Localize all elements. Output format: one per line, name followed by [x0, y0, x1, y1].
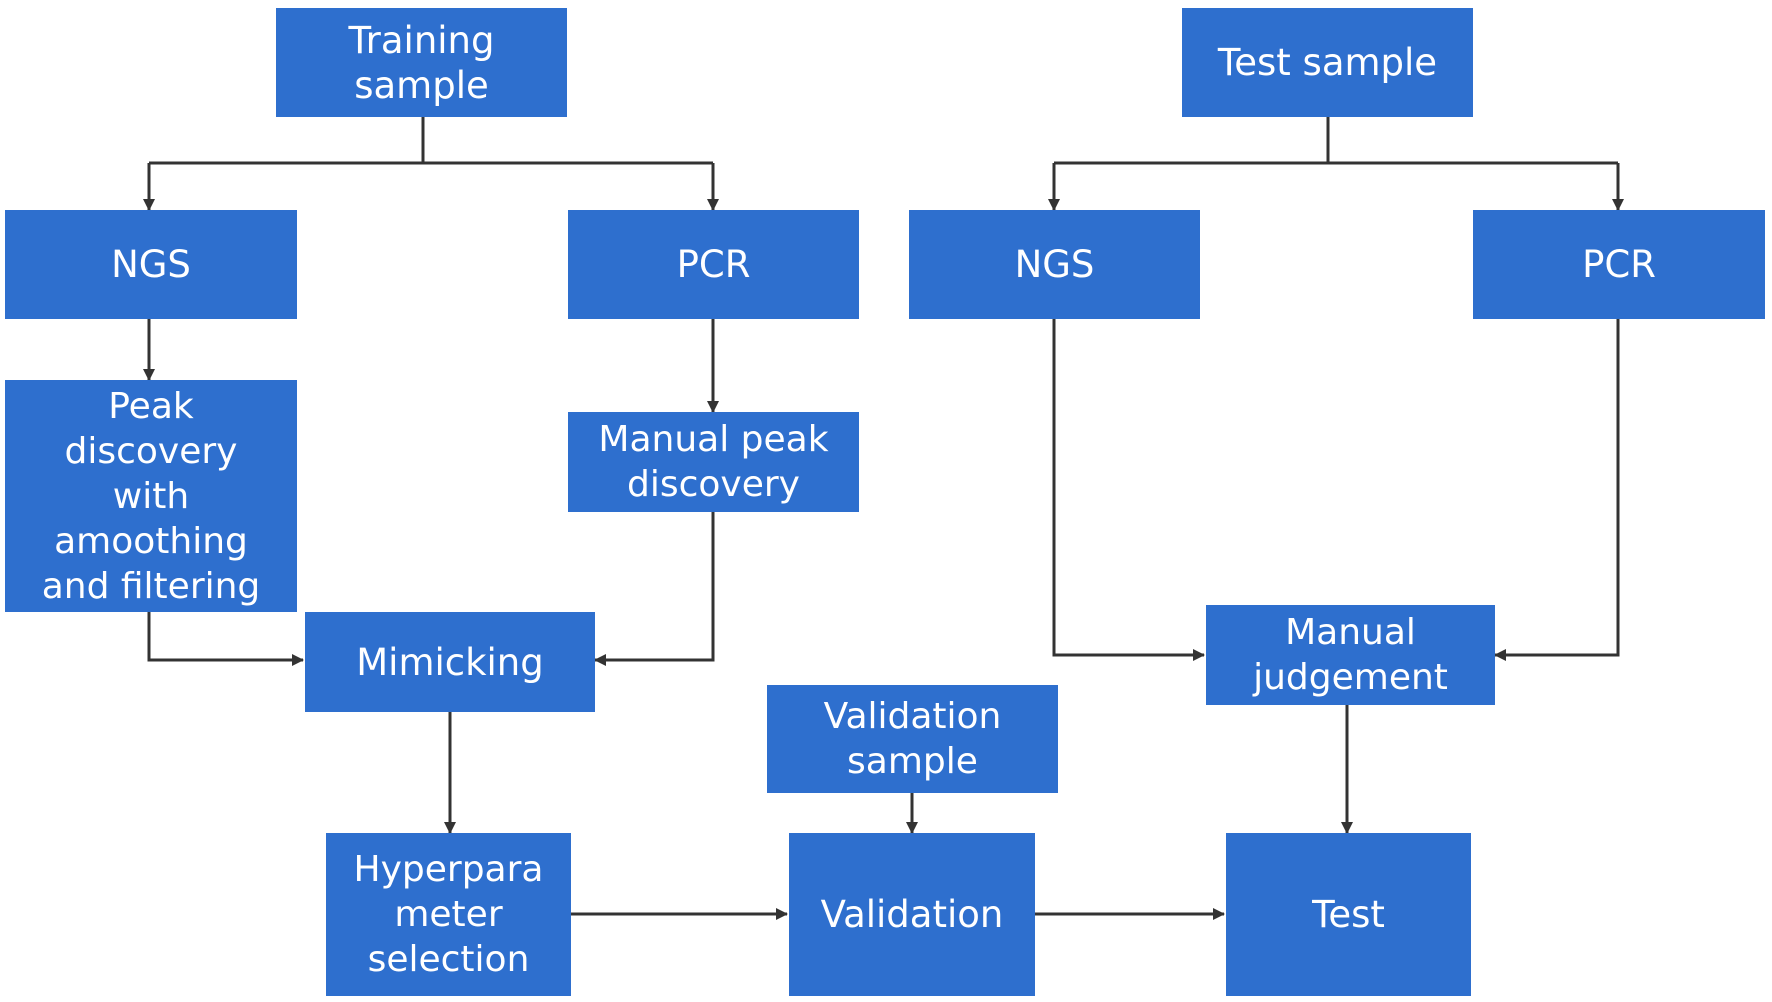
manual-judgement-label: Manual judgement	[1253, 612, 1448, 698]
mimicking-label: Mimicking	[356, 640, 544, 684]
pcr-right-label: PCR	[1582, 243, 1656, 286]
ngs-right-label: NGS	[1014, 243, 1095, 286]
arrow-manual-peak-to-mimicking	[594, 512, 715, 666]
connector-training-split	[149, 117, 713, 165]
training-sample-label: Training sample	[348, 18, 495, 107]
pcr-left-label: PCR	[676, 243, 751, 286]
mimicking-node: Mimicking	[305, 612, 595, 712]
hyperparameter-selection-node: Hyperpara meter selection	[326, 833, 571, 996]
test-sample-label: Test sample	[1217, 41, 1438, 84]
ngs-left-label: NGS	[111, 243, 191, 286]
manual-judgement-node: Manual judgement	[1206, 605, 1495, 705]
hyperparameter-selection-label: Hyperpara meter selection	[353, 849, 544, 980]
peak-discovery-label: Peak discovery with amoothing and filter…	[41, 385, 261, 607]
validation-label: Validation	[820, 893, 1004, 936]
test-node: Test	[1226, 833, 1471, 996]
arrow-ngs-to-manual-judgement	[1052, 319, 1205, 661]
test-label: Test	[1312, 893, 1385, 936]
test-sample-node: Test sample	[1182, 8, 1473, 117]
pcr-left-node: PCR	[568, 210, 859, 319]
ngs-left-node: NGS	[5, 210, 297, 319]
validation-sample-label: Validation sample	[823, 696, 1002, 782]
pcr-right-node: PCR	[1473, 210, 1765, 319]
connector-test-split	[1054, 117, 1618, 165]
arrow-peak-discovery-to-mimicking	[147, 612, 304, 666]
ngs-right-node: NGS	[909, 210, 1200, 319]
peak-discovery-node: Peak discovery with amoothing and filter…	[5, 380, 297, 612]
manual-peak-discovery-label: Manual peak discovery	[598, 419, 829, 505]
manual-peak-discovery-node: Manual peak discovery	[568, 412, 859, 512]
validation-node: Validation	[789, 833, 1035, 996]
arrow-pcr-to-manual-judgement	[1494, 319, 1620, 661]
training-sample-node: Training sample	[276, 8, 567, 117]
validation-sample-node: Validation sample	[767, 685, 1058, 793]
